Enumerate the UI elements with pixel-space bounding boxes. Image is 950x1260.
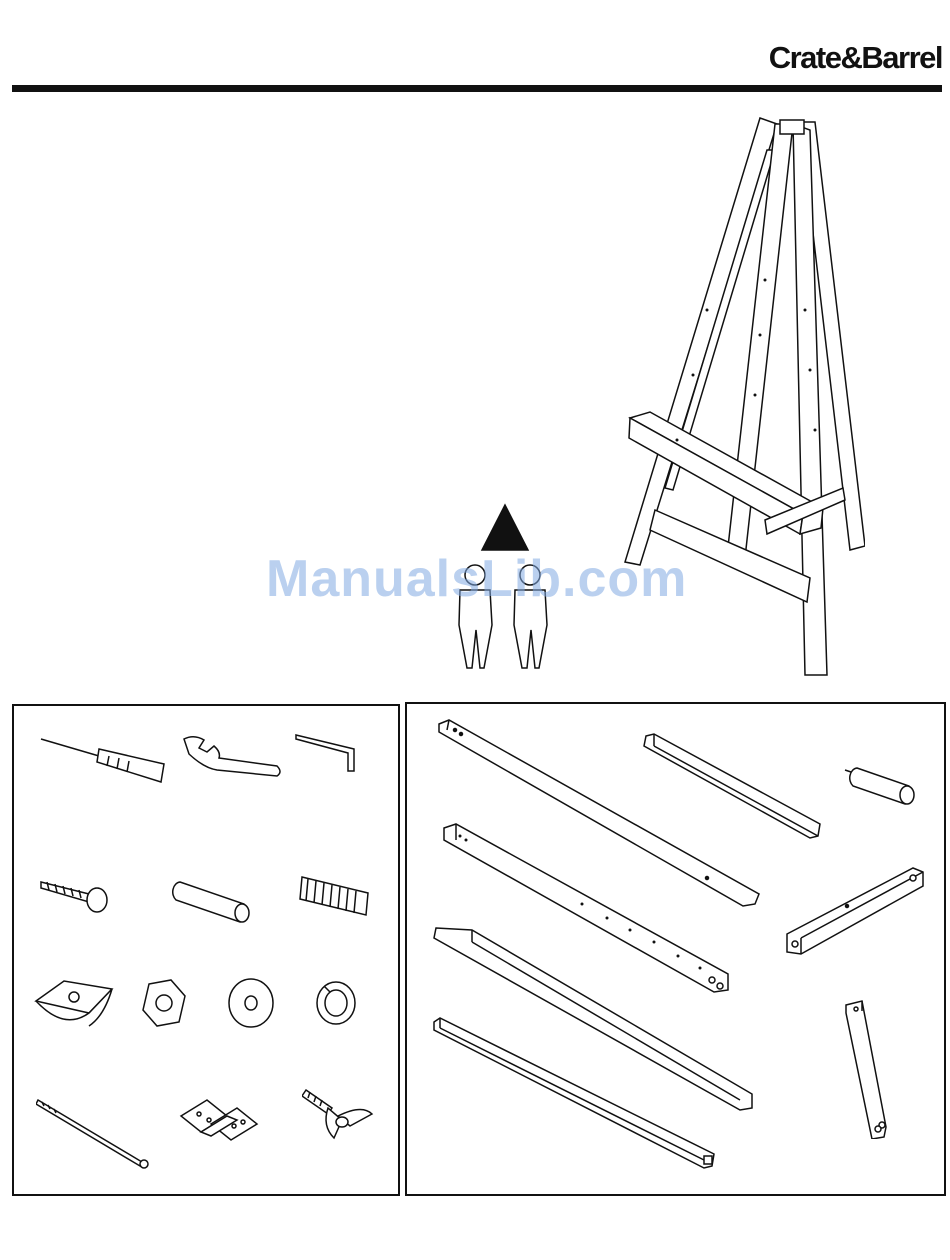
flat-washer-icon xyxy=(226,976,276,1031)
wood-screw-icon xyxy=(39,876,114,916)
tools-hardware-panel xyxy=(12,704,400,1196)
dowel-icon xyxy=(172,874,257,924)
screwdriver-icon xyxy=(39,734,169,784)
warning-triangle-icon xyxy=(482,505,528,550)
brace-part xyxy=(432,1016,722,1171)
threaded-insert-icon xyxy=(296,871,378,916)
wedge-block-icon xyxy=(34,971,116,1031)
wrench-icon xyxy=(179,734,284,779)
lock-washer-icon xyxy=(314,978,359,1028)
cross-bar-part xyxy=(785,864,925,959)
threaded-rod-icon xyxy=(36,1096,151,1171)
wood-parts-panel xyxy=(405,702,946,1196)
hinge-icon xyxy=(179,1096,259,1151)
back-post-part xyxy=(842,999,897,1139)
hex-key-icon xyxy=(294,731,369,776)
watermark: ManualsLib.com xyxy=(266,549,687,609)
knob-part xyxy=(843,762,923,812)
header-rule xyxy=(12,85,942,92)
brand-logo: Crate&Barrel xyxy=(769,40,942,76)
wing-bolt-icon xyxy=(302,1086,377,1146)
top-cap-drawing xyxy=(780,120,804,134)
hex-nut-icon xyxy=(139,976,189,1031)
